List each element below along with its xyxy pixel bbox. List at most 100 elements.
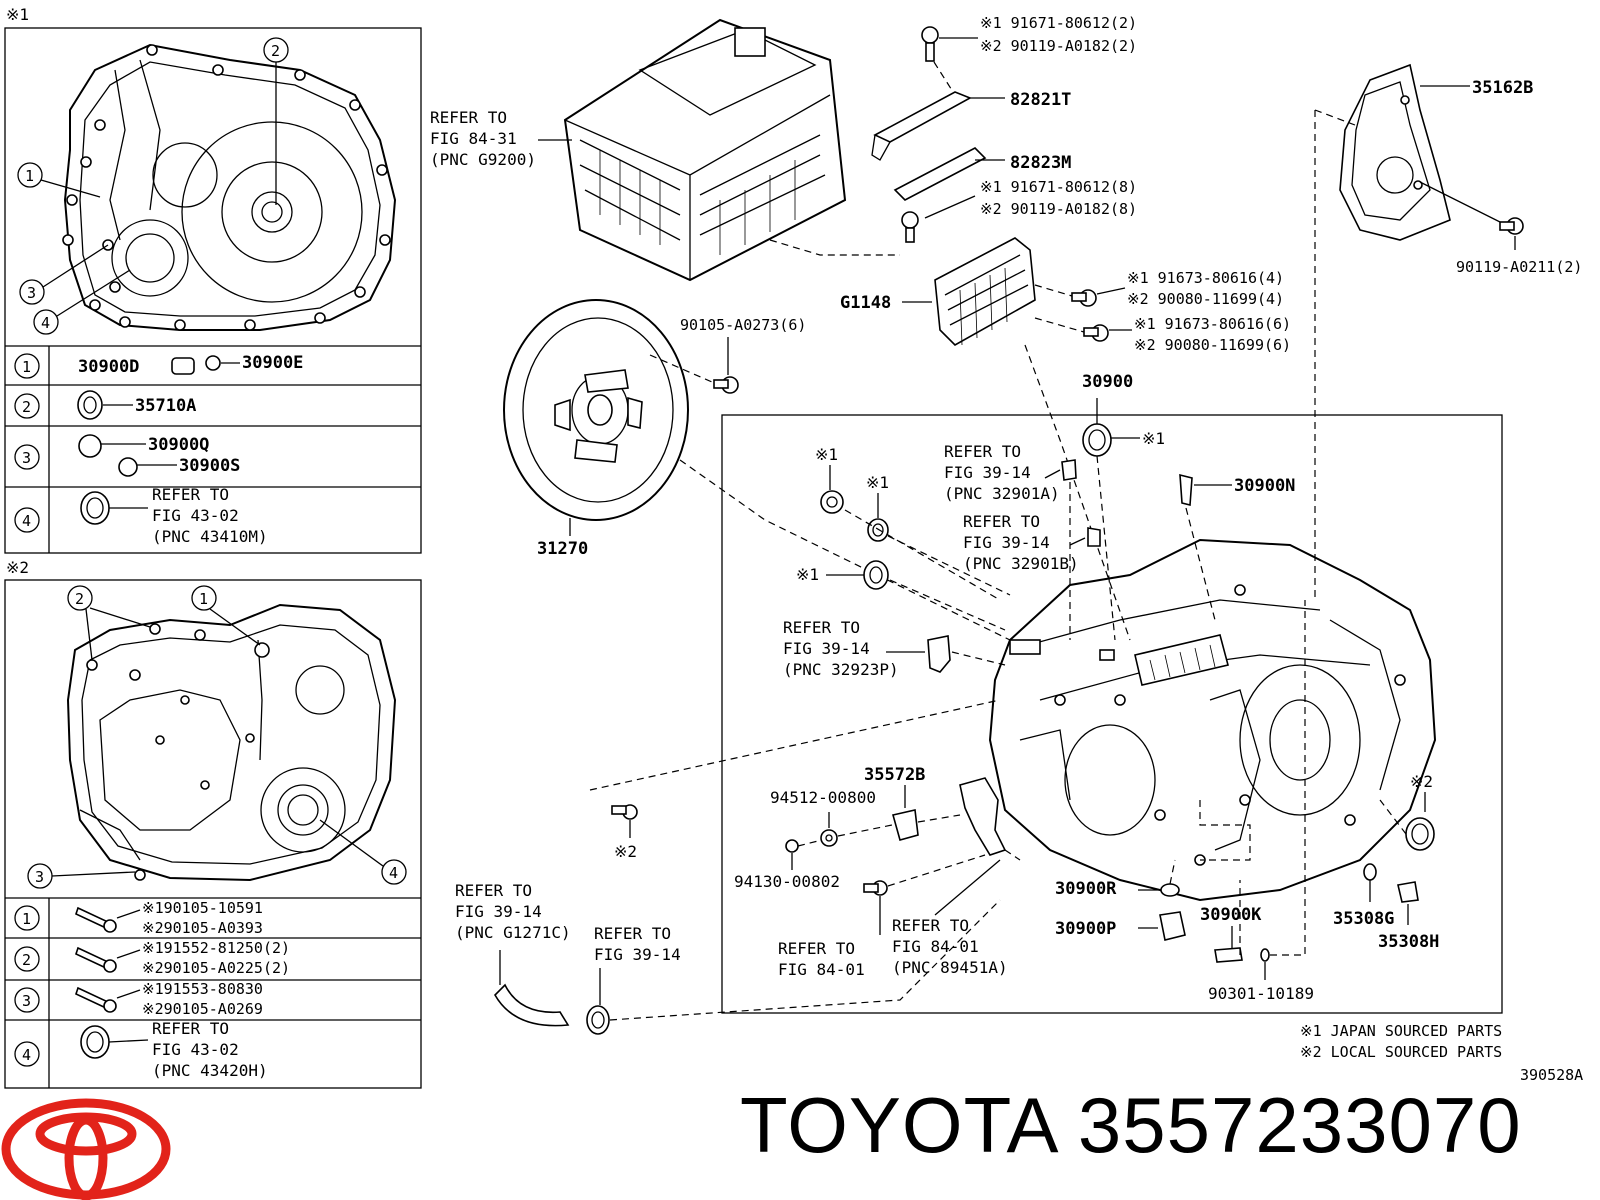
part-30900P: 30900P	[1055, 919, 1116, 939]
mark-a-japan: ※1	[815, 445, 838, 464]
panel-2-callout-3: 3	[35, 868, 44, 886]
part-30900D: 30900D	[78, 357, 139, 377]
panel-1-row-4-refer-1: REFER TO	[152, 485, 229, 504]
mark-35308-local: ※2	[1410, 772, 1433, 791]
part-panel2-r1-a: ※190105-10591	[142, 899, 263, 917]
refer-32923P-3: (PNC 32923P)	[783, 660, 899, 679]
footnote-japan: ※1 JAPAN SOURCED PARTS	[1300, 1022, 1502, 1040]
part-82823M: 82823M	[1010, 153, 1071, 173]
refer-32923P-2: FIG 39-14	[783, 639, 870, 658]
part-30900S: 30900S	[179, 456, 240, 476]
panel-2-row-1-num: 1	[22, 910, 31, 928]
refer-32923P-1: REFER TO	[783, 618, 860, 637]
panel-2-row-4-num: 4	[22, 1046, 31, 1064]
part-panel2-r1-b: ※290105-A0393	[142, 919, 263, 937]
mark-30900-japan: ※1	[1142, 429, 1165, 448]
bolt-g1148-b-japan: ※1 91673-80616(6)	[1134, 315, 1291, 333]
mark-c-japan: ※1	[796, 565, 819, 584]
bolt-82821-local: ※2 90119-A0182(2)	[980, 37, 1137, 55]
part-30900R: 30900R	[1055, 879, 1117, 899]
panel-2-tag: ※2	[6, 558, 29, 577]
mark-bolt-local: ※2	[614, 842, 637, 861]
refer-G1271C-3: (PNC G1271C)	[455, 923, 571, 942]
panel-1-callout-2: 2	[271, 42, 280, 60]
panel-2-callout-2: 2	[75, 590, 84, 608]
part-35572B: 35572B	[864, 765, 925, 785]
refer-g9200-3: (PNC G9200)	[430, 150, 536, 169]
connector-g1148-drawing	[934, 237, 1036, 346]
part-94512-00800: 94512-00800	[770, 788, 876, 807]
part-30900: 30900	[1082, 372, 1133, 392]
panel-1-row-2-num: 2	[22, 398, 31, 416]
panel-2-row-4-refer-1: REFER TO	[152, 1019, 229, 1038]
brand-part-number: TOYOTA 3557233070	[740, 1081, 1522, 1169]
panel-2-frame	[4, 579, 422, 1089]
refer-84-01-1: REFER TO	[778, 939, 855, 958]
cover-35162B-drawing	[1339, 63, 1451, 241]
footnote-local: ※2 LOCAL SOURCED PARTS	[1300, 1043, 1502, 1061]
part-G1148: G1148	[840, 293, 891, 313]
panel-1-tag: ※1	[6, 5, 29, 24]
panel-1-row-4-refer-2: FIG 43-02	[152, 506, 239, 525]
refer-32901B-2: FIG 39-14	[963, 533, 1050, 552]
refer-84-01-2: FIG 84-01	[778, 960, 865, 979]
refer-G1271C-2: FIG 39-14	[455, 902, 542, 921]
panel-2-row-3-num: 3	[22, 992, 31, 1010]
inverter-drawing	[563, 18, 847, 282]
refer-32901A-1: REFER TO	[944, 442, 1021, 461]
refer-89451A-1: REFER TO	[892, 916, 969, 935]
part-90119-A0211: 90119-A0211(2)	[1456, 258, 1582, 276]
refer-32901A-3: (PNC 32901A)	[944, 484, 1060, 503]
part-30900N: 30900N	[1234, 476, 1295, 496]
panel-1-row-3-num: 3	[22, 449, 31, 467]
panel-1-row-4-num: 4	[22, 512, 31, 530]
refer-89451A-3: (PNC 89451A)	[892, 958, 1008, 977]
part-panel2-r2-a: ※191552-81250(2)	[142, 939, 290, 957]
panel-1-housing-drawing	[62, 43, 397, 331]
bolt-g1148-a-local: ※2 90080-11699(4)	[1127, 290, 1284, 308]
refer-32901B-1: REFER TO	[963, 512, 1040, 531]
part-35710A: 35710A	[135, 396, 196, 416]
refer-32901B-3: (PNC 32901B)	[963, 554, 1079, 573]
part-panel2-r3-b: ※290105-A0269	[142, 1000, 263, 1018]
bolt-g1148-a-japan: ※1 91673-80616(4)	[1127, 269, 1284, 287]
panel-2-row-2-num: 2	[22, 951, 31, 969]
refer-g9200-1: REFER TO	[430, 108, 507, 127]
part-30900K: 30900K	[1200, 905, 1262, 925]
panel-2: ※2 2 1 3 4	[4, 558, 422, 1089]
panel-2-callout-1: 1	[199, 590, 208, 608]
part-35162B: 35162B	[1472, 78, 1533, 98]
diagram-code: 390528A	[1520, 1066, 1583, 1084]
panel-1-callout-1: 1	[25, 167, 34, 185]
panel-1-callout-3: 3	[27, 284, 36, 302]
part-30900E: 30900E	[242, 353, 303, 373]
panel-1-callout-4: 4	[41, 314, 50, 332]
part-94130-00802: 94130-00802	[734, 872, 840, 891]
transaxle-drawing	[988, 538, 1437, 902]
part-31270: 31270	[537, 539, 588, 559]
panel-1-row-1-num: 1	[22, 358, 31, 376]
panel-1-frame	[4, 27, 422, 554]
panel-1: ※1 2 1	[4, 5, 422, 554]
part-90105-A0273: 90105-A0273(6)	[680, 316, 806, 334]
part-35308G: 35308G	[1333, 909, 1394, 929]
refer-89451A-2: FIG 84-01	[892, 937, 979, 956]
panel-2-callout-4: 4	[389, 864, 398, 882]
refer-39-14-2: FIG 39-14	[594, 945, 681, 964]
panel-1-row-4-refer-3: (PNC 43410M)	[152, 527, 268, 546]
transaxle-frame	[721, 414, 1503, 1014]
bolt-82823-japan: ※1 91671-80612(8)	[980, 178, 1137, 196]
panel-2-row-4-refer-3: (PNC 43420H)	[152, 1061, 268, 1080]
refer-39-14-1: REFER TO	[594, 924, 671, 943]
refer-g9200-2: FIG 84-31	[430, 129, 517, 148]
exploded-view: REFER TO FIG 84-31 (PNC G9200) ※1 91671-…	[430, 14, 1582, 1035]
clutch-disc-31270-drawing	[503, 299, 689, 521]
bolt-82823-local: ※2 90119-A0182(8)	[980, 200, 1137, 218]
part-30900Q: 30900Q	[148, 435, 209, 455]
refer-32901A-2: FIG 39-14	[944, 463, 1031, 482]
toyota-logo-icon	[1, 1098, 171, 1200]
part-35308H: 35308H	[1378, 932, 1439, 952]
refer-G1271C-1: REFER TO	[455, 881, 532, 900]
bolt-82821-japan: ※1 91671-80612(2)	[980, 14, 1137, 32]
